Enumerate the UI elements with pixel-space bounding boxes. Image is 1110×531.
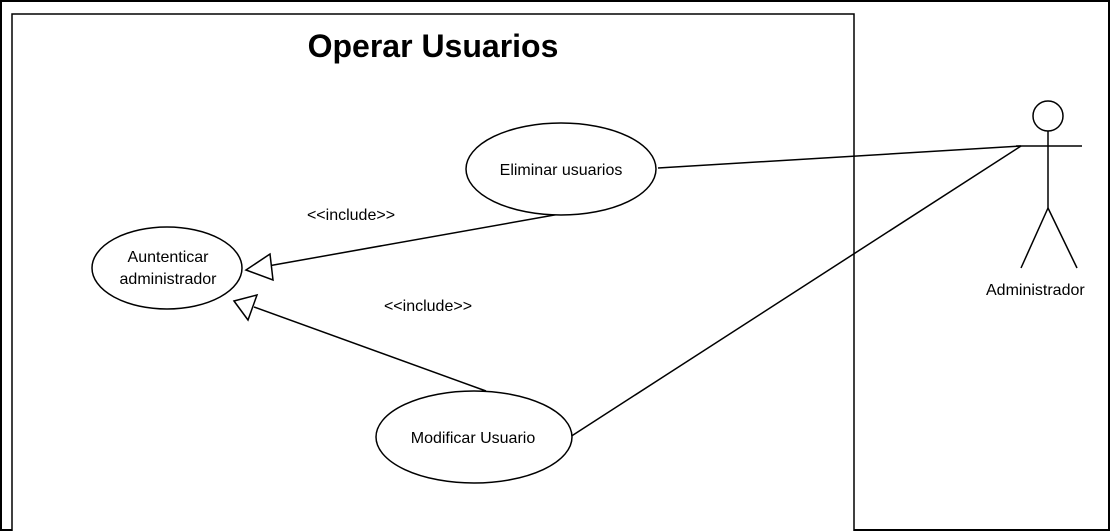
include-line-eliminar [267, 213, 561, 267]
actor-right-leg [1047, 207, 1078, 269]
association-modificar [569, 145, 1022, 438]
use-case-autenticar-administrador [91, 226, 243, 310]
system-title: Operar Usuarios [308, 28, 559, 64]
actor-left-leg [1020, 207, 1049, 269]
include-label-modificar: <<include>> [384, 298, 472, 315]
use-case-autenticar-label-line1: Auntenticar [128, 249, 210, 266]
use-case-eliminar-usuarios [465, 122, 657, 216]
use-case-eliminar-usuarios-label: Eliminar usuarios [500, 162, 623, 179]
include-label-eliminar: <<include>> [307, 207, 395, 224]
include-arrowhead-eliminar [244, 252, 274, 282]
actor-label: Administrador [986, 282, 1085, 299]
actor-administrador [1016, 100, 1082, 269]
include-arrowhead-modificar [232, 293, 259, 322]
association-eliminar [657, 145, 1022, 169]
use-case-modificar-usuario [375, 390, 573, 484]
use-case-autenticar-label-line2: administrador [120, 271, 218, 288]
include-line-modificar [253, 306, 487, 392]
use-case-modificar-usuario-label: Modificar Usuario [411, 430, 536, 447]
